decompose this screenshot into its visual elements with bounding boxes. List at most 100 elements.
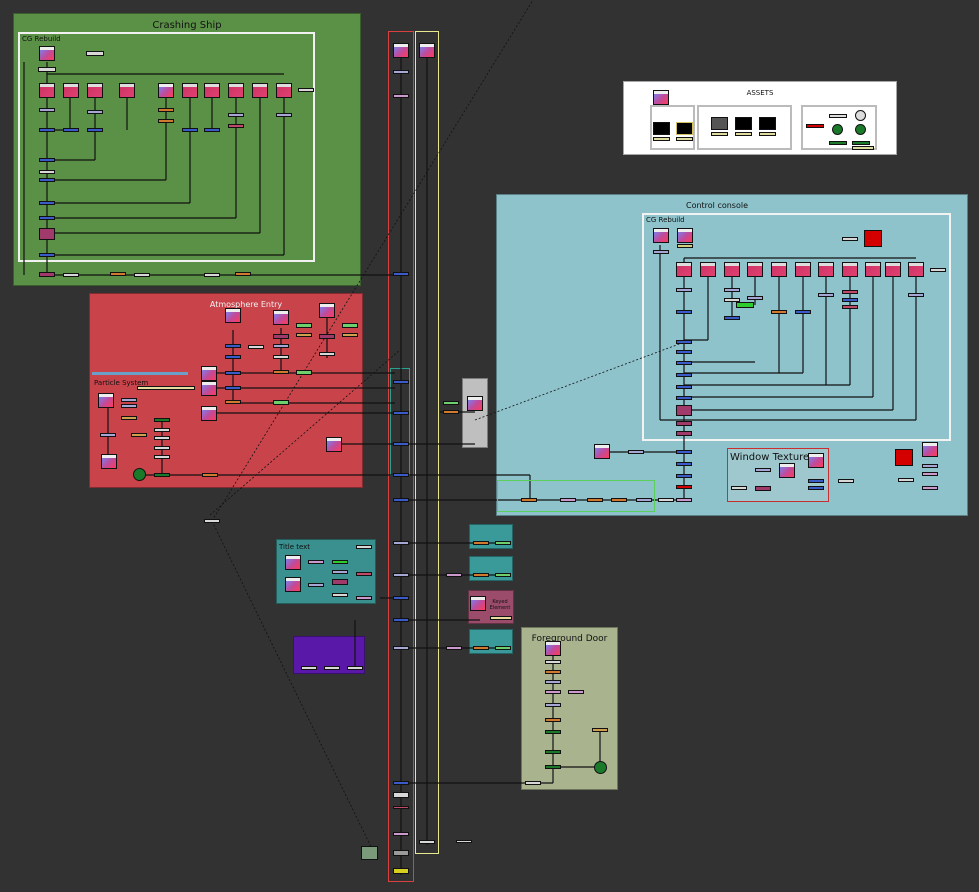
merge-node[interactable] xyxy=(87,128,103,132)
pipe-backdrop-red[interactable] xyxy=(388,31,414,882)
roto-node[interactable] xyxy=(545,765,561,769)
read-node[interactable] xyxy=(225,308,241,323)
transform-node[interactable] xyxy=(393,541,409,545)
transform-node[interactable] xyxy=(393,646,409,650)
transform-node[interactable] xyxy=(628,450,644,454)
merge-node[interactable] xyxy=(39,201,55,205)
shuffle-node[interactable] xyxy=(545,690,561,694)
read-node[interactable] xyxy=(677,228,693,243)
read-node[interactable] xyxy=(747,262,763,277)
dot-node[interactable] xyxy=(63,273,79,277)
merge-node[interactable] xyxy=(393,380,409,384)
read-node[interactable] xyxy=(119,83,135,98)
shuffle-node[interactable] xyxy=(393,94,409,98)
read-node[interactable] xyxy=(182,83,198,98)
dot-node[interactable] xyxy=(930,268,946,272)
merge-node[interactable] xyxy=(795,310,811,314)
merge-node[interactable] xyxy=(676,340,692,344)
read-node[interactable] xyxy=(594,444,610,459)
backdrop-atmosphere-entry[interactable]: Atmosphere Entry Particle System xyxy=(89,293,363,488)
dot-node[interactable] xyxy=(356,545,372,549)
grade-node[interactable] xyxy=(273,370,289,374)
dot-node[interactable] xyxy=(731,486,747,490)
transform-node[interactable] xyxy=(393,70,409,74)
transform-node[interactable] xyxy=(393,573,409,577)
merge-node[interactable] xyxy=(39,216,55,220)
read-node[interactable] xyxy=(676,262,692,277)
shuffle-node[interactable] xyxy=(676,405,692,416)
read-node[interactable] xyxy=(818,262,834,277)
transform-node[interactable] xyxy=(308,583,324,587)
transform-node[interactable] xyxy=(39,108,55,112)
transform-node[interactable] xyxy=(228,113,244,117)
dot-node[interactable] xyxy=(204,519,220,523)
transform-node[interactable] xyxy=(636,498,652,502)
shuffle-node[interactable] xyxy=(356,572,372,576)
merge-node[interactable] xyxy=(808,479,824,483)
roto-node[interactable] xyxy=(273,400,289,405)
shuffle-node[interactable] xyxy=(446,573,462,577)
read-node[interactable] xyxy=(252,83,268,98)
shuffle-node[interactable] xyxy=(393,806,409,809)
read-node[interactable] xyxy=(276,83,292,98)
merge-node[interactable] xyxy=(676,361,692,365)
pipe-backdrop-yellow[interactable] xyxy=(415,31,439,854)
read-node[interactable] xyxy=(201,366,217,381)
read-node[interactable] xyxy=(779,463,795,478)
roto-node[interactable] xyxy=(342,323,358,328)
dot-node[interactable] xyxy=(248,345,264,349)
merge-node[interactable] xyxy=(842,298,858,302)
dot-node[interactable] xyxy=(332,593,348,597)
roto-node[interactable] xyxy=(154,418,170,422)
merge-node[interactable] xyxy=(676,350,692,354)
dot-node[interactable] xyxy=(393,792,409,798)
merge-node[interactable] xyxy=(393,618,409,622)
asset-label[interactable] xyxy=(653,137,670,141)
read-node[interactable] xyxy=(908,262,924,277)
read-node[interactable] xyxy=(653,90,669,105)
dot-node[interactable] xyxy=(898,478,914,482)
asset-label[interactable] xyxy=(829,141,847,145)
asset-thumb[interactable] xyxy=(759,117,776,130)
shuffle-node[interactable] xyxy=(356,596,372,600)
shuffle-node[interactable] xyxy=(273,334,289,339)
merge-node[interactable] xyxy=(676,462,692,466)
transform-node[interactable] xyxy=(755,468,771,472)
shuffle-node[interactable] xyxy=(560,498,576,502)
write-node[interactable] xyxy=(393,868,409,874)
shuffle-node[interactable] xyxy=(922,486,938,490)
merge-node[interactable] xyxy=(808,486,824,490)
grade-node[interactable] xyxy=(202,473,218,477)
asset-thumb[interactable] xyxy=(653,122,670,135)
read-node[interactable] xyxy=(795,262,811,277)
grade-node[interactable] xyxy=(110,272,126,276)
grade-node[interactable] xyxy=(473,541,489,545)
asset-radial[interactable] xyxy=(855,124,866,135)
asset-group[interactable] xyxy=(801,105,877,150)
transform-node[interactable] xyxy=(747,296,763,300)
grade-node[interactable] xyxy=(131,433,147,437)
merge-node[interactable] xyxy=(393,781,409,785)
read-node[interactable] xyxy=(201,381,217,396)
dot-node[interactable] xyxy=(319,352,335,356)
asset-label[interactable] xyxy=(852,146,874,150)
asset-group[interactable] xyxy=(697,105,792,150)
grade-node[interactable] xyxy=(235,272,251,276)
read-node[interactable] xyxy=(39,83,55,98)
shuffle-node[interactable] xyxy=(332,579,348,585)
read-node[interactable] xyxy=(63,83,79,98)
dot-node[interactable] xyxy=(154,428,170,432)
constant-node[interactable] xyxy=(895,449,913,466)
merge-node[interactable] xyxy=(676,373,692,377)
read-node[interactable] xyxy=(700,262,716,277)
grade-node[interactable] xyxy=(771,310,787,314)
read-node[interactable] xyxy=(724,262,740,277)
dot-node[interactable] xyxy=(347,666,363,670)
merge-node[interactable] xyxy=(225,386,241,390)
viewer-node[interactable] xyxy=(361,846,378,860)
merge-node[interactable] xyxy=(39,178,55,182)
read-node[interactable] xyxy=(885,262,901,277)
read-node[interactable] xyxy=(285,577,301,592)
transform-node[interactable] xyxy=(545,703,561,707)
read-node[interactable] xyxy=(771,262,787,277)
